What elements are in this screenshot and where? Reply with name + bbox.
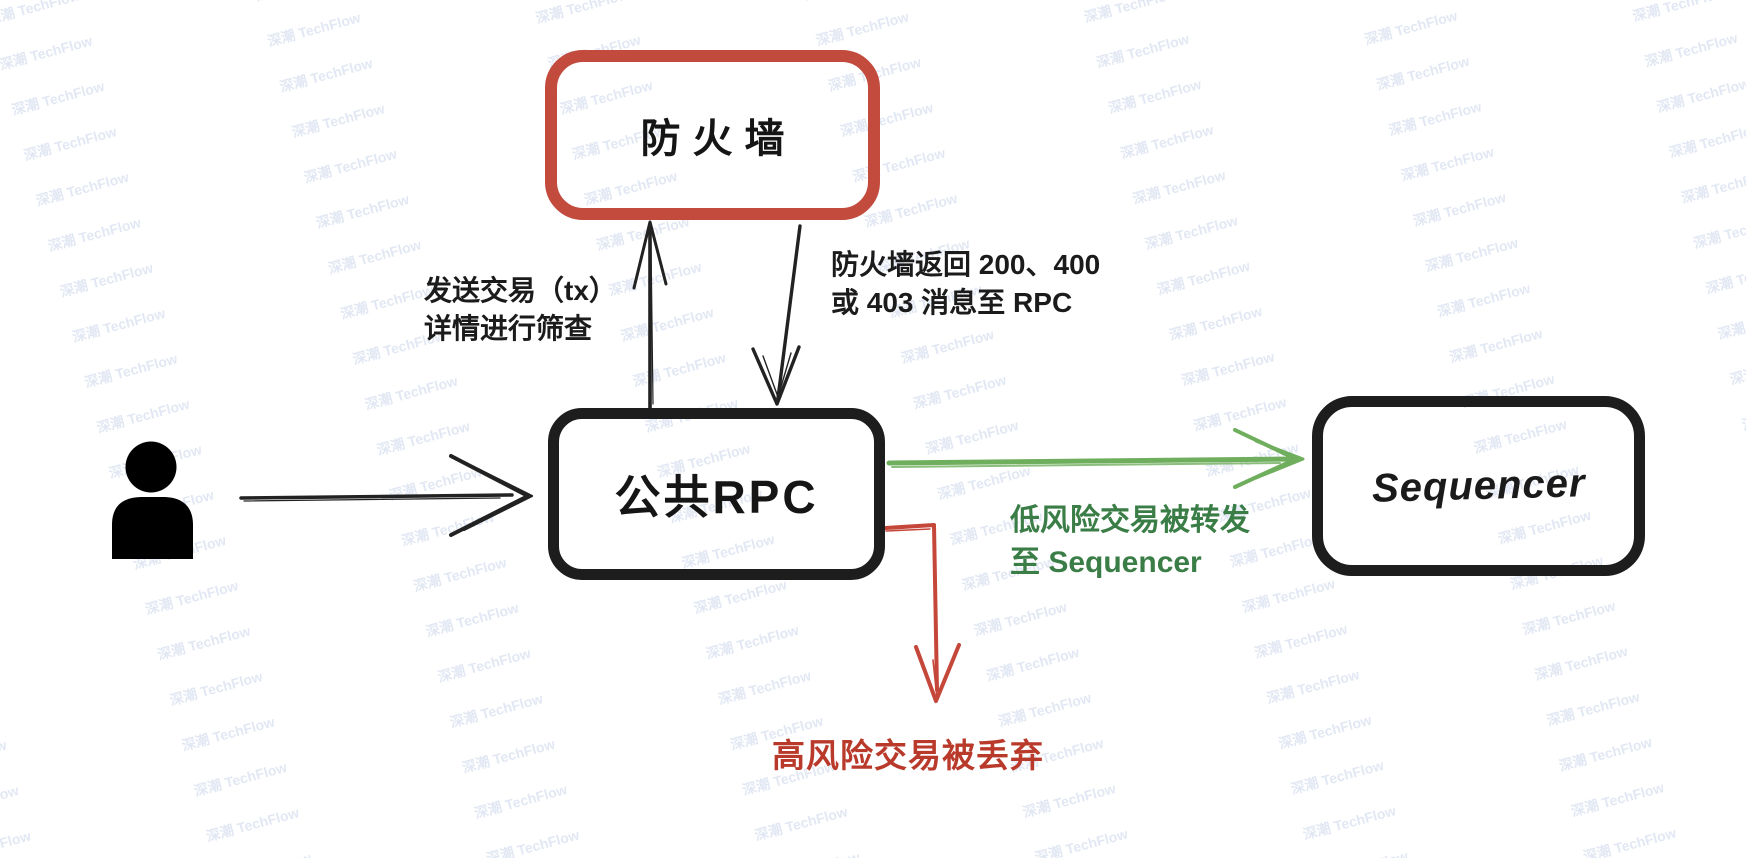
arrow-user-to-rpc [239,454,534,537]
node-public-rpc: 公共RPC [548,408,885,580]
user-icon [112,441,193,559]
node-firewall: 防火墙 [545,50,880,220]
label-low-risk-line1: 低风险交易被转发 [1010,504,1250,537]
node-public-rpc-label: 公共RPC [614,471,819,523]
label-high-risk-dropped: 高风险交易被丢弃 [772,737,1044,774]
arrow-firewall-to-rpc [751,224,802,406]
label-send-tx-line1: 发送交易（tx） [424,275,617,306]
label-low-risk-line2: 至 Sequencer [1010,546,1202,579]
label-send-tx-for-screening: 发送交易（tx） 详情进行筛查 [424,272,617,348]
arrow-rpc-to-sequencer [886,428,1305,489]
node-firewall-label: 防火墙 [640,117,797,161]
label-firewall-response: 防火墙返回 200、400 或 403 消息至 RPC [831,246,1100,322]
arrow-rpc-to-firewall [632,220,668,412]
node-sequencer-label: Sequencer [1371,460,1586,511]
node-sequencer: Sequencer [1312,396,1645,576]
arrow-rpc-drop [884,523,961,703]
label-firewall-response-line2: 或 403 消息至 RPC [831,287,1073,318]
label-low-risk-forwarded: 低风险交易被转发 至 Sequencer [1010,500,1250,584]
label-send-tx-line2: 详情进行筛查 [424,313,593,344]
label-firewall-response-line1: 防火墙返回 200、400 [831,249,1101,280]
